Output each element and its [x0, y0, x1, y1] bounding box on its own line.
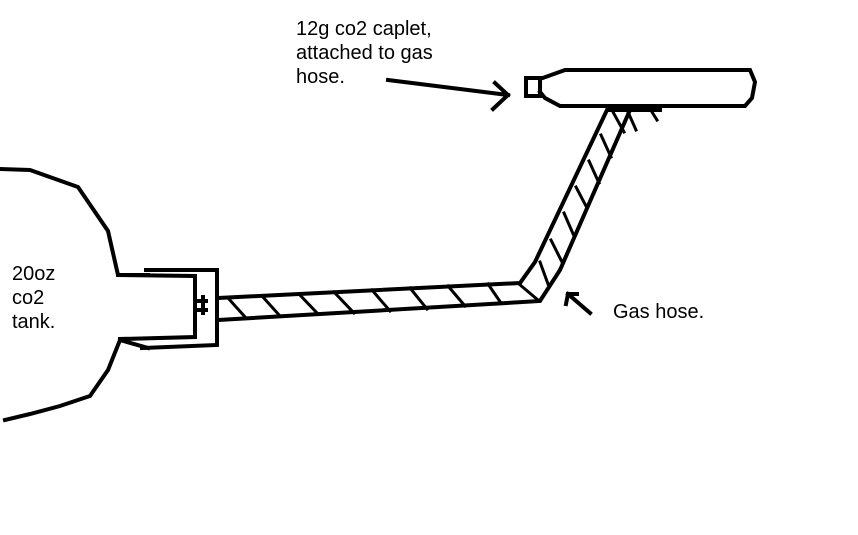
caplet-neck	[524, 76, 542, 98]
tank-valve	[139, 268, 219, 351]
tank-valve-inner	[115, 272, 197, 342]
gas-hose-hatching	[225, 109, 660, 321]
gas-hose-upper-edge	[215, 108, 662, 301]
caplet-arrow	[385, 77, 511, 112]
tank-valve-nozzle	[193, 295, 208, 315]
tank-label: 20oz co2 tank.	[12, 263, 56, 333]
gas-hose-lower-edge	[215, 107, 633, 323]
hose-arrow	[563, 291, 593, 316]
gas-hose-label: Gas hose.	[613, 301, 705, 323]
caplet-label: 12g co2 caplet, attached to gas hose.	[296, 18, 433, 88]
caplet-body	[537, 68, 758, 108]
